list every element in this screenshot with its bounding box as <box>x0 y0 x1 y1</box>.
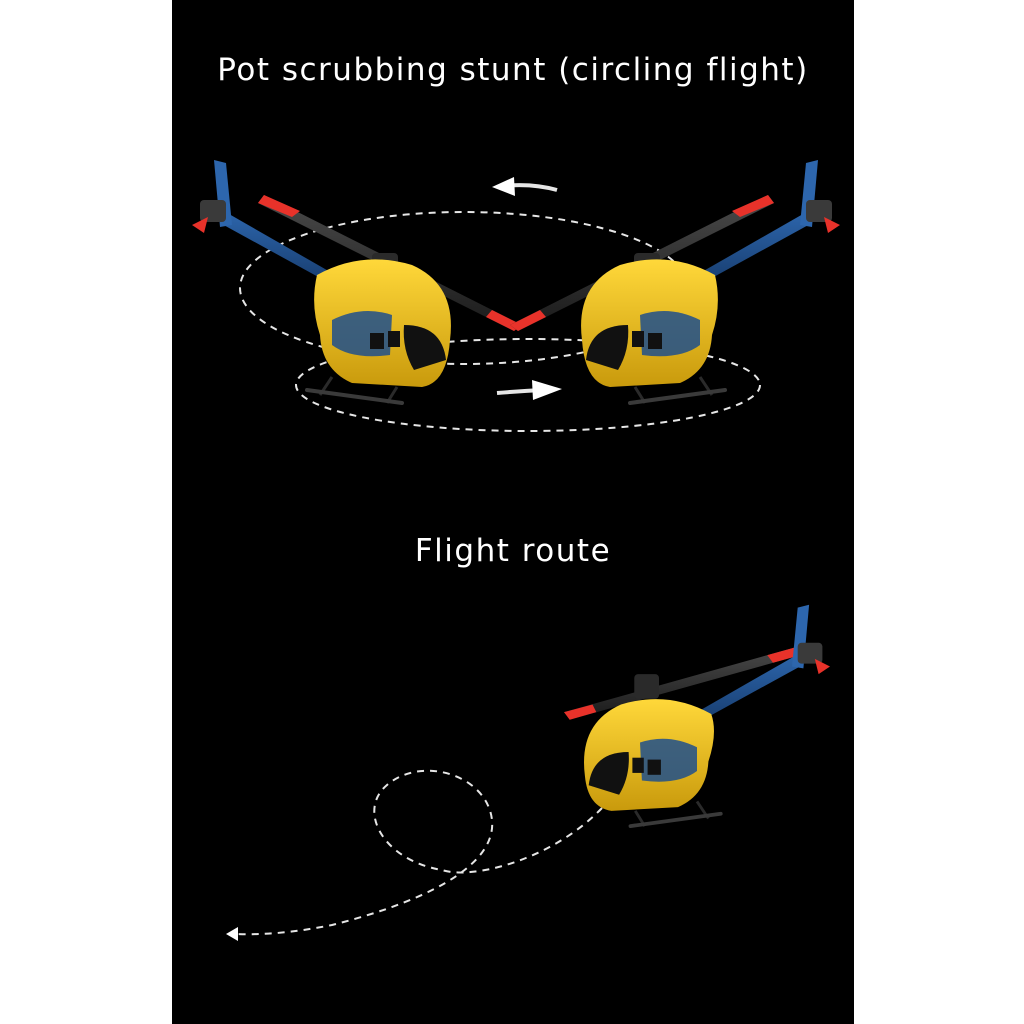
route-path <box>233 769 603 936</box>
rc-helicopter-icon <box>192 160 522 405</box>
stunt-title: Pot scrubbing stunt (circling flight) <box>217 52 809 88</box>
orbit-lower <box>295 338 761 432</box>
route-title: Flight route <box>414 533 612 569</box>
arrow-right-icon <box>496 380 562 400</box>
rc-helicopter-icon <box>510 160 840 405</box>
black-panel: Pot scrubbing stunt (circling flight) Fl… <box>172 0 854 1024</box>
arrow-left-icon <box>492 177 558 196</box>
route-arrow-icon <box>226 927 238 941</box>
illustration <box>192 160 840 941</box>
rc-helicopter-icon <box>564 604 830 829</box>
